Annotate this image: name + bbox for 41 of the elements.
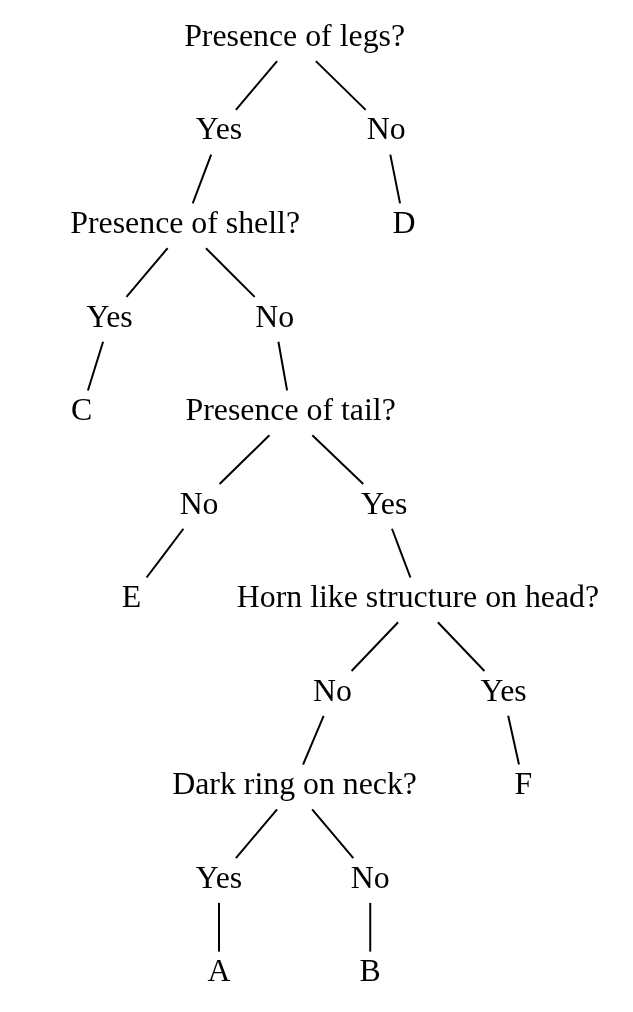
connector (204, 247, 256, 298)
connector (217, 901, 220, 953)
node-text: Horn like structure on head? (236, 579, 599, 615)
node-text: Yes (479, 672, 527, 708)
connector (310, 808, 354, 860)
node-text: Presence of legs? (183, 17, 405, 53)
node-text: F (514, 766, 532, 802)
connector (276, 340, 288, 392)
connector (145, 527, 184, 579)
node-text: Yes (85, 298, 133, 334)
connector (301, 714, 325, 766)
connector (506, 714, 520, 766)
connector (436, 621, 485, 673)
node-text: Presence of shell? (69, 204, 300, 240)
node-text: No (350, 859, 390, 895)
connector (86, 340, 104, 392)
node-text: B (359, 953, 381, 989)
node-text: A (206, 953, 230, 989)
connector (350, 621, 399, 673)
connector (124, 247, 169, 298)
node-text: Presence of tail? (184, 392, 396, 428)
node-text: No (254, 298, 294, 334)
connector (234, 808, 278, 860)
connector (191, 153, 212, 205)
connector (368, 901, 371, 953)
node-text: Dark ring on neck? (171, 766, 417, 802)
node-text: Yes (360, 485, 407, 521)
connector (218, 434, 270, 485)
node-text: D (392, 204, 416, 240)
connector (234, 60, 278, 111)
connector (314, 60, 367, 111)
connector (390, 527, 411, 579)
node-text: Yes (195, 859, 242, 895)
node-text: No (312, 672, 352, 708)
node-text: Yes (195, 111, 242, 147)
connector (310, 434, 364, 485)
node-text: C (70, 392, 92, 428)
connector (388, 153, 401, 205)
node-text: No (179, 485, 219, 521)
node-text: No (366, 111, 406, 147)
node-text: E (121, 579, 141, 615)
